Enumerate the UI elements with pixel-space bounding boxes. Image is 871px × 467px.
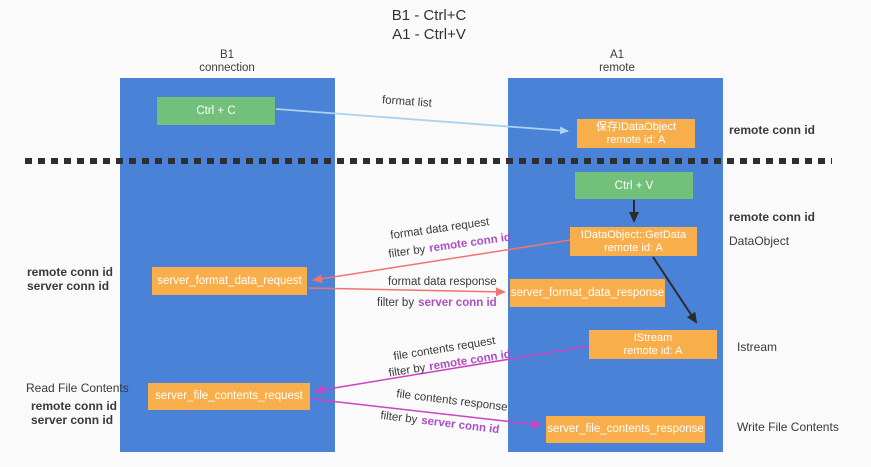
copy-paste-separator-line <box>25 158 832 164</box>
istream-box: IStream remote id: A <box>589 330 717 359</box>
lifeline-b1-subtitle: connection <box>199 62 255 74</box>
ctrl-c-box: Ctrl + C <box>157 97 275 125</box>
filter-by-text: filter by <box>379 409 418 427</box>
server-file-contents-response-box: server_file_contents_response <box>546 416 705 443</box>
idataobject-getdata-box: IDataObject::GetData remote id: A <box>570 227 697 256</box>
ctrl-c-label: Ctrl + C <box>196 105 236 117</box>
idataobject-getdata-line1: IDataObject::GetData <box>580 228 687 241</box>
save-idataobject-line1: 保存IDataObject <box>595 120 677 133</box>
lifeline-header-b1: B1 connection <box>167 49 287 75</box>
server-file-contents-request-label: server_file_contents_request <box>155 390 303 402</box>
server-file-contents-response-label: server_file_contents_response <box>547 423 704 435</box>
left-server-conn-id-label: server conn id <box>27 279 110 293</box>
lifeline-header-a1: A1 remote <box>557 49 677 75</box>
lifeline-a1-subtitle: remote <box>599 62 635 74</box>
left-remote-conn-id-label: remote conn id <box>27 265 114 279</box>
dataobject-label: DataObject <box>729 234 790 248</box>
istream-side-label: Istream <box>737 340 778 354</box>
server-format-data-request-box: server_format_data_request <box>152 267 307 295</box>
istream-line2: remote id: A <box>623 344 683 357</box>
lifeline-a1-title: A1 <box>609 49 625 61</box>
istream-line1: IStream <box>633 331 673 344</box>
server-format-data-response-label: server_format_data_response <box>510 286 665 299</box>
save-idataobject-line2: remote id: A <box>606 133 666 146</box>
server-file-contents-request-box: server_file_contents_request <box>148 383 310 410</box>
format-data-response-arrow <box>308 287 506 297</box>
right-remote-conn-id-label-top: remote conn id <box>729 123 816 137</box>
title-line-2: A1 - Ctrl+V <box>392 26 466 43</box>
ctrl-v-box: Ctrl + V <box>575 172 693 199</box>
server-format-data-request-label: server_format_data_request <box>157 274 302 287</box>
right-remote-conn-id-label-mid: remote conn id <box>729 210 816 224</box>
filter-by-text: filter by <box>387 361 427 380</box>
lifeline-b1-title: B1 <box>219 49 235 61</box>
format-list-label: format list <box>381 94 433 110</box>
save-idataobject-box: 保存IDataObject remote id: A <box>577 119 695 148</box>
idataobject-getdata-line2: remote id: A <box>604 241 663 254</box>
read-file-contents-label: Read File Contents <box>26 381 129 395</box>
write-file-contents-label: Write File Contents <box>737 420 839 434</box>
filter-by-text: filter by <box>387 243 427 261</box>
format-data-response-label: format data response <box>388 276 497 288</box>
ctrl-v-label: Ctrl + V <box>614 179 654 192</box>
file-contents-response-label: file contents response <box>395 388 509 414</box>
remote-conn-id-text: remote conn id <box>428 231 512 255</box>
server-format-data-response-box: server_format_data_response <box>510 279 665 307</box>
server-conn-id-text: server conn id <box>418 297 497 309</box>
left-remote-conn-id-label-2: remote conn id <box>31 399 118 413</box>
filter-by-text: filter by <box>377 297 415 309</box>
server-conn-id-text: server conn id <box>420 414 500 437</box>
diagram-title: B1 - Ctrl+C A1 - Ctrl+V <box>329 6 529 44</box>
left-server-conn-id-label-2: server conn id <box>31 413 114 427</box>
title-line-1: B1 - Ctrl+C <box>391 7 467 24</box>
